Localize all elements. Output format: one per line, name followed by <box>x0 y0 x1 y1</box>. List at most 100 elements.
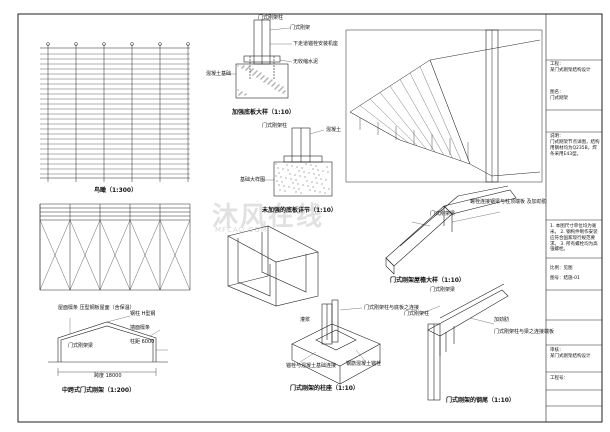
concrete-hatch <box>275 87 277 89</box>
concrete-hatch <box>246 68 248 70</box>
title-block-project: 工程： 某门式刚架结构设计 <box>550 62 600 74</box>
concrete-hatch <box>295 179 297 181</box>
concrete-hatch <box>279 189 281 191</box>
concrete-hatch <box>294 174 296 176</box>
concrete-hatch <box>245 69 247 71</box>
concrete-hatch <box>315 177 317 179</box>
concrete-hatch <box>263 75 265 77</box>
concrete-hatch <box>288 186 290 188</box>
rafter-line <box>389 85 436 153</box>
concrete-hatch <box>275 175 277 177</box>
concrete-hatch <box>243 65 245 67</box>
concrete-hatch <box>260 78 262 80</box>
concrete-hatch <box>268 82 270 84</box>
check-label: 审核： <box>550 348 564 353</box>
note-base1-e: 混凝土基础 <box>206 71 232 77</box>
concrete-hatch <box>298 188 300 190</box>
concrete-hatch <box>314 190 316 192</box>
perspective-view <box>345 29 543 183</box>
column-base-3d <box>291 299 381 385</box>
brace-line <box>159 219 191 291</box>
note-elev-e: 柱距 6000 <box>130 339 155 345</box>
grid-bubble <box>158 42 162 46</box>
concrete-hatch <box>325 179 327 181</box>
concrete-hatch <box>289 173 291 175</box>
note-base1-b: 门式刚架 <box>290 25 311 31</box>
concrete-hatch <box>252 74 254 76</box>
concrete-hatch <box>280 176 282 178</box>
concrete-hatch <box>275 163 277 165</box>
concrete-hatch <box>305 163 307 165</box>
note-base2-a: 门式刚架柱 <box>262 123 288 129</box>
concrete-hatch <box>242 66 244 68</box>
concrete-hatch <box>327 171 329 173</box>
note-elev-f: 跨度 18000 <box>94 373 122 379</box>
concrete-hatch <box>264 80 266 82</box>
concrete-hatch <box>274 88 276 90</box>
concrete-hatch <box>319 191 321 193</box>
note-base2-c: 基础大样图 <box>240 177 266 183</box>
concrete-hatch <box>247 67 249 69</box>
concrete-hatch <box>281 181 283 183</box>
rafter-line <box>379 92 427 150</box>
desc-text: 门式刚架节点详图，结构用钢材均为Q235B，焊条采用E43型。 <box>550 139 600 157</box>
concrete-hatch <box>326 166 328 168</box>
title-block-scale: 比例：见图 <box>550 266 600 272</box>
concrete-hatch <box>316 182 318 184</box>
note-elev-d: 门式刚架梁 <box>68 343 94 349</box>
concrete-hatch <box>272 84 274 86</box>
brace-line <box>39 219 71 291</box>
grid-bubble <box>102 42 106 46</box>
concrete-hatch <box>279 89 281 91</box>
concrete-hatch <box>241 67 243 69</box>
concrete-hatch <box>306 180 308 182</box>
concrete-hatch <box>301 167 303 169</box>
concrete-hatch <box>282 92 284 94</box>
concrete-hatch <box>276 86 278 88</box>
concrete-hatch <box>285 177 287 179</box>
note-col-c: 锚栓与混凝土基础连接 <box>286 363 337 369</box>
plan-view <box>40 42 190 182</box>
concrete-hatch <box>311 181 313 183</box>
project-label: 工程： <box>550 62 564 67</box>
grid-bubble <box>46 42 50 46</box>
concrete-hatch <box>245 93 247 95</box>
haunch-detail <box>385 185 517 275</box>
concrete-hatch <box>278 172 280 174</box>
concrete-hatch <box>299 175 301 177</box>
concrete-hatch <box>280 88 282 90</box>
concrete-hatch <box>248 66 250 68</box>
concrete-hatch <box>267 77 269 79</box>
caption-elevation: 中跨式门式刚架（1:200） <box>62 387 136 394</box>
note-elev-c: 墙面檩条 <box>130 325 151 331</box>
concrete-hatch <box>253 73 255 75</box>
number-value: 结施-01 <box>563 276 580 281</box>
concrete-hatch <box>283 185 285 187</box>
concrete-hatch <box>244 94 246 96</box>
watermark-sub: MFCAD.COM <box>215 226 268 234</box>
concrete-hatch <box>278 84 280 86</box>
concrete-hatch <box>318 174 320 176</box>
concrete-hatch <box>291 165 293 167</box>
note-base1-c: 下走道锚栓安装机座 <box>293 41 339 47</box>
scale-label: 比例： <box>550 266 564 271</box>
concrete-hatch <box>252 68 254 70</box>
title-block-sheet: 工程号： <box>550 376 600 382</box>
note-haunch-b: 螺栓连接钢梁与柱顶端板 及加劲肋 <box>470 199 547 205</box>
sheet-label: 工程号： <box>550 376 568 381</box>
note-haunch-a: 门式刚架梁 <box>430 211 456 217</box>
note-elev-a: 屋面檩条 压型钢板屋面（含保温） <box>58 305 135 311</box>
concrete-hatch <box>293 187 295 189</box>
concrete-hatch <box>284 90 286 92</box>
concrete-hatch <box>237 89 239 91</box>
desc-label: 说明： <box>550 134 564 139</box>
rafter-line <box>399 79 444 156</box>
concrete-hatch <box>310 164 312 166</box>
note-col-a: 门式刚架柱与底板之连接 <box>364 305 420 311</box>
concrete-hatch <box>254 72 256 74</box>
note-ridge-a: 门式刚架梁 <box>430 287 456 293</box>
title-block-number: 图号：结施-01 <box>550 276 600 282</box>
portal-model-3d <box>227 225 319 307</box>
